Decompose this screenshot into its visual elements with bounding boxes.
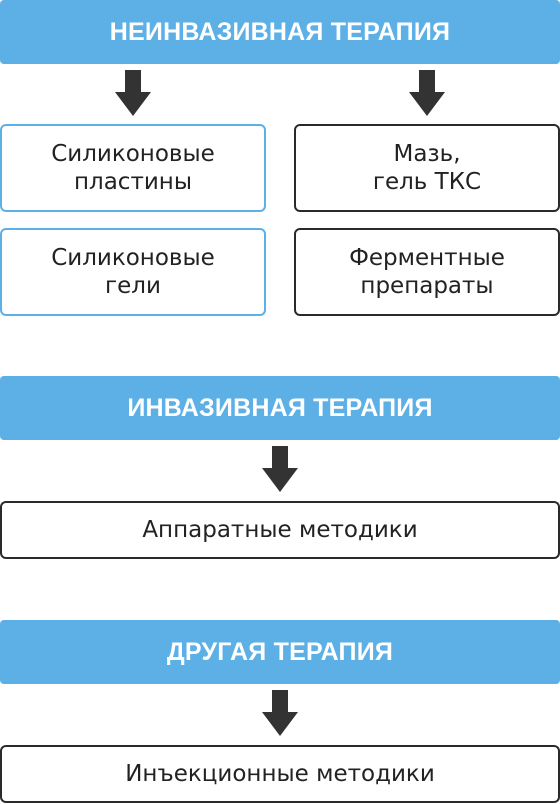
box-hardware-methods-label: Аппаратные методики (142, 517, 418, 543)
box-enzyme-preparations: Ферментные препараты (294, 228, 560, 316)
box-silicone-gels-label: Силиконовые гели (51, 245, 215, 299)
box-silicone-plates-label: Силиконовые пластины (51, 141, 215, 195)
header-invasive: ИНВАЗИВНАЯ ТЕРАПИЯ (0, 376, 560, 440)
box-ointment-gel-label: Мазь, гель ТКС (372, 141, 482, 195)
header-other: ДРУГАЯ ТЕРАПИЯ (0, 620, 560, 684)
box-silicone-gels: Силиконовые гели (0, 228, 266, 316)
header-other-label: ДРУГАЯ ТЕРАПИЯ (166, 637, 394, 666)
box-injection-methods-label: Инъекционные методики (125, 761, 435, 787)
arrow-down-icon (262, 690, 298, 736)
header-noninvasive: НЕИНВАЗИВНАЯ ТЕРАПИЯ (0, 0, 560, 64)
box-silicone-plates: Силиконовые пластины (0, 124, 266, 212)
arrow-down-icon (115, 70, 151, 116)
arrow-down-icon (409, 70, 445, 116)
box-injection-methods: Инъекционные методики (0, 745, 560, 803)
arrow-down-icon (262, 446, 298, 492)
header-noninvasive-label: НЕИНВАЗИВНАЯ ТЕРАПИЯ (109, 17, 451, 46)
box-ointment-gel: Мазь, гель ТКС (294, 124, 560, 212)
box-enzyme-preparations-label: Ферментные препараты (349, 245, 505, 299)
header-invasive-label: ИНВАЗИВНАЯ ТЕРАПИЯ (127, 393, 433, 422)
box-hardware-methods: Аппаратные методики (0, 501, 560, 559)
